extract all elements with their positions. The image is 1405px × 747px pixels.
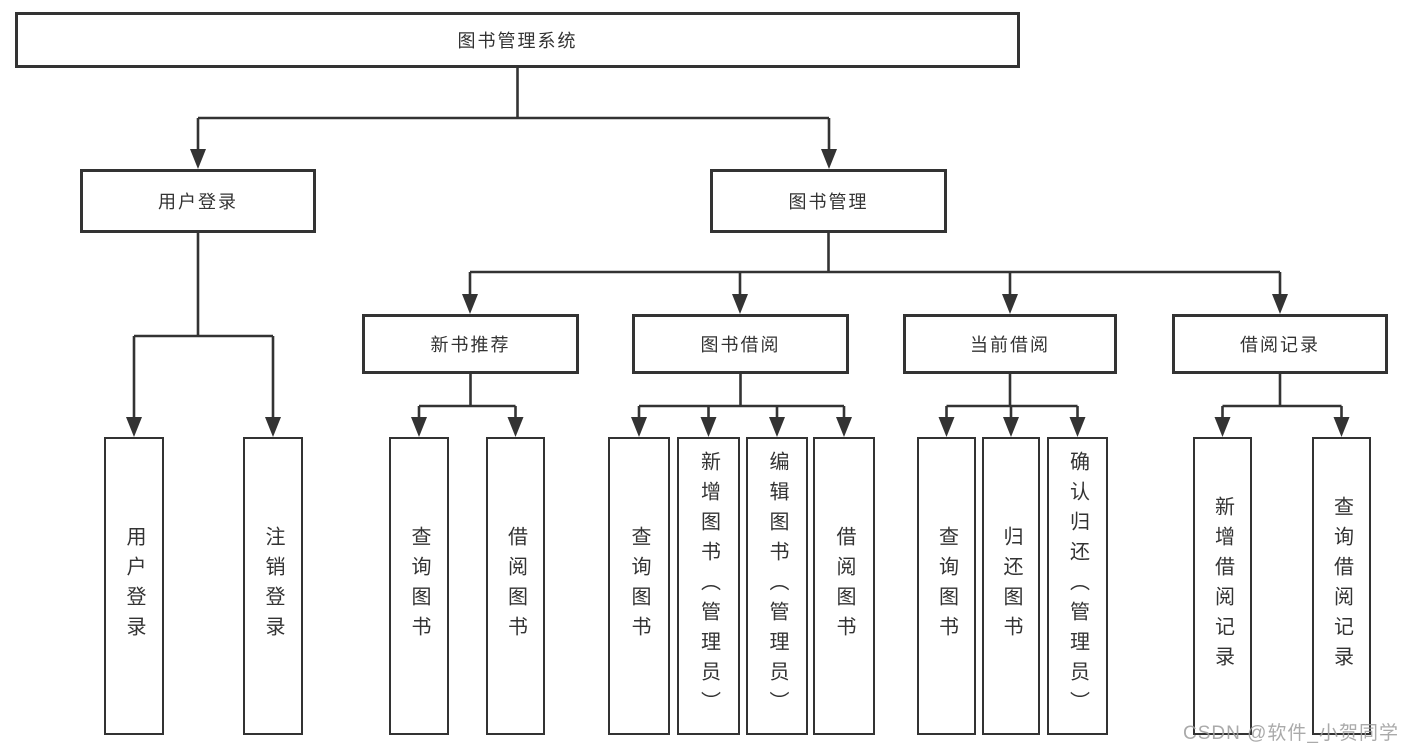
connector-bookmgmt-to-level3 — [462, 233, 1288, 314]
node-label: 图书管理系统 — [457, 31, 578, 51]
node-label: 借阅图书 — [504, 526, 527, 646]
csdn-watermark: CSDN @软件_小贺同学 — [1183, 723, 1399, 744]
node-label: 确认归还（管理员） — [1066, 451, 1089, 721]
connector-records-to-leaves — [1214, 374, 1350, 437]
node-label: 图书借阅 — [700, 335, 781, 355]
node-leaf-logout: 注销登录 — [243, 437, 303, 735]
node-current-borrowing: 当前借阅 — [903, 314, 1117, 374]
node-label: 当前借阅 — [970, 335, 1050, 355]
node-book-borrowing: 图书借阅 — [632, 314, 849, 374]
node-label: 查询借阅记录 — [1330, 496, 1353, 676]
node-label: 用户登录 — [158, 192, 238, 212]
node-leaf-add-borrow-record: 新增借阅记录 — [1193, 437, 1252, 735]
node-leaf-borrow-books-newbooks: 借阅图书 — [486, 437, 545, 735]
node-label: 新增图书（管理员） — [697, 451, 720, 721]
node-new-book-recommendation: 新书推荐 — [362, 314, 579, 374]
connector-userlogin-to-leaves — [126, 233, 281, 437]
node-leaf-confirm-return-admin: 确认归还（管理员） — [1047, 437, 1108, 735]
node-borrowing-records: 借阅记录 — [1172, 314, 1388, 374]
node-label: 编辑图书（管理员） — [766, 451, 788, 721]
node-label: 用户登录 — [123, 526, 145, 646]
node-book-management: 图书管理 — [710, 169, 947, 233]
node-label: 查询图书 — [628, 526, 650, 646]
node-leaf-query-books-current: 查询图书 — [917, 437, 976, 735]
connector-newbooks-to-leaves — [411, 374, 524, 437]
node-label: 查询图书 — [408, 526, 430, 646]
node-leaf-query-books-newbooks: 查询图书 — [389, 437, 449, 735]
node-label: 图书管理 — [788, 192, 869, 212]
node-label: 注销登录 — [262, 526, 284, 646]
connector-current-to-leaves — [938, 374, 1086, 437]
connector-root-to-level2 — [190, 68, 837, 169]
node-label: 借阅图书 — [833, 526, 855, 646]
node-leaf-query-books-borrowing: 查询图书 — [608, 437, 670, 735]
node-leaf-user-login: 用户登录 — [104, 437, 164, 735]
node-label: 归还图书 — [1000, 526, 1022, 646]
node-library-system: 图书管理系统 — [15, 12, 1020, 68]
node-leaf-query-borrow-record: 查询借阅记录 — [1312, 437, 1371, 735]
node-label: 查询图书 — [935, 526, 958, 646]
node-leaf-add-books-admin: 新增图书（管理员） — [677, 437, 740, 735]
connector-borrowing-to-leaves — [631, 374, 852, 437]
node-user-login: 用户登录 — [80, 169, 316, 233]
node-label: 新增借阅记录 — [1211, 496, 1234, 676]
node-leaf-borrow-books-borrowing: 借阅图书 — [813, 437, 875, 735]
node-label: 新书推荐 — [430, 335, 511, 355]
node-label: 借阅记录 — [1240, 335, 1320, 355]
node-leaf-edit-books-admin: 编辑图书（管理员） — [746, 437, 808, 735]
node-leaf-return-books: 归还图书 — [982, 437, 1040, 735]
